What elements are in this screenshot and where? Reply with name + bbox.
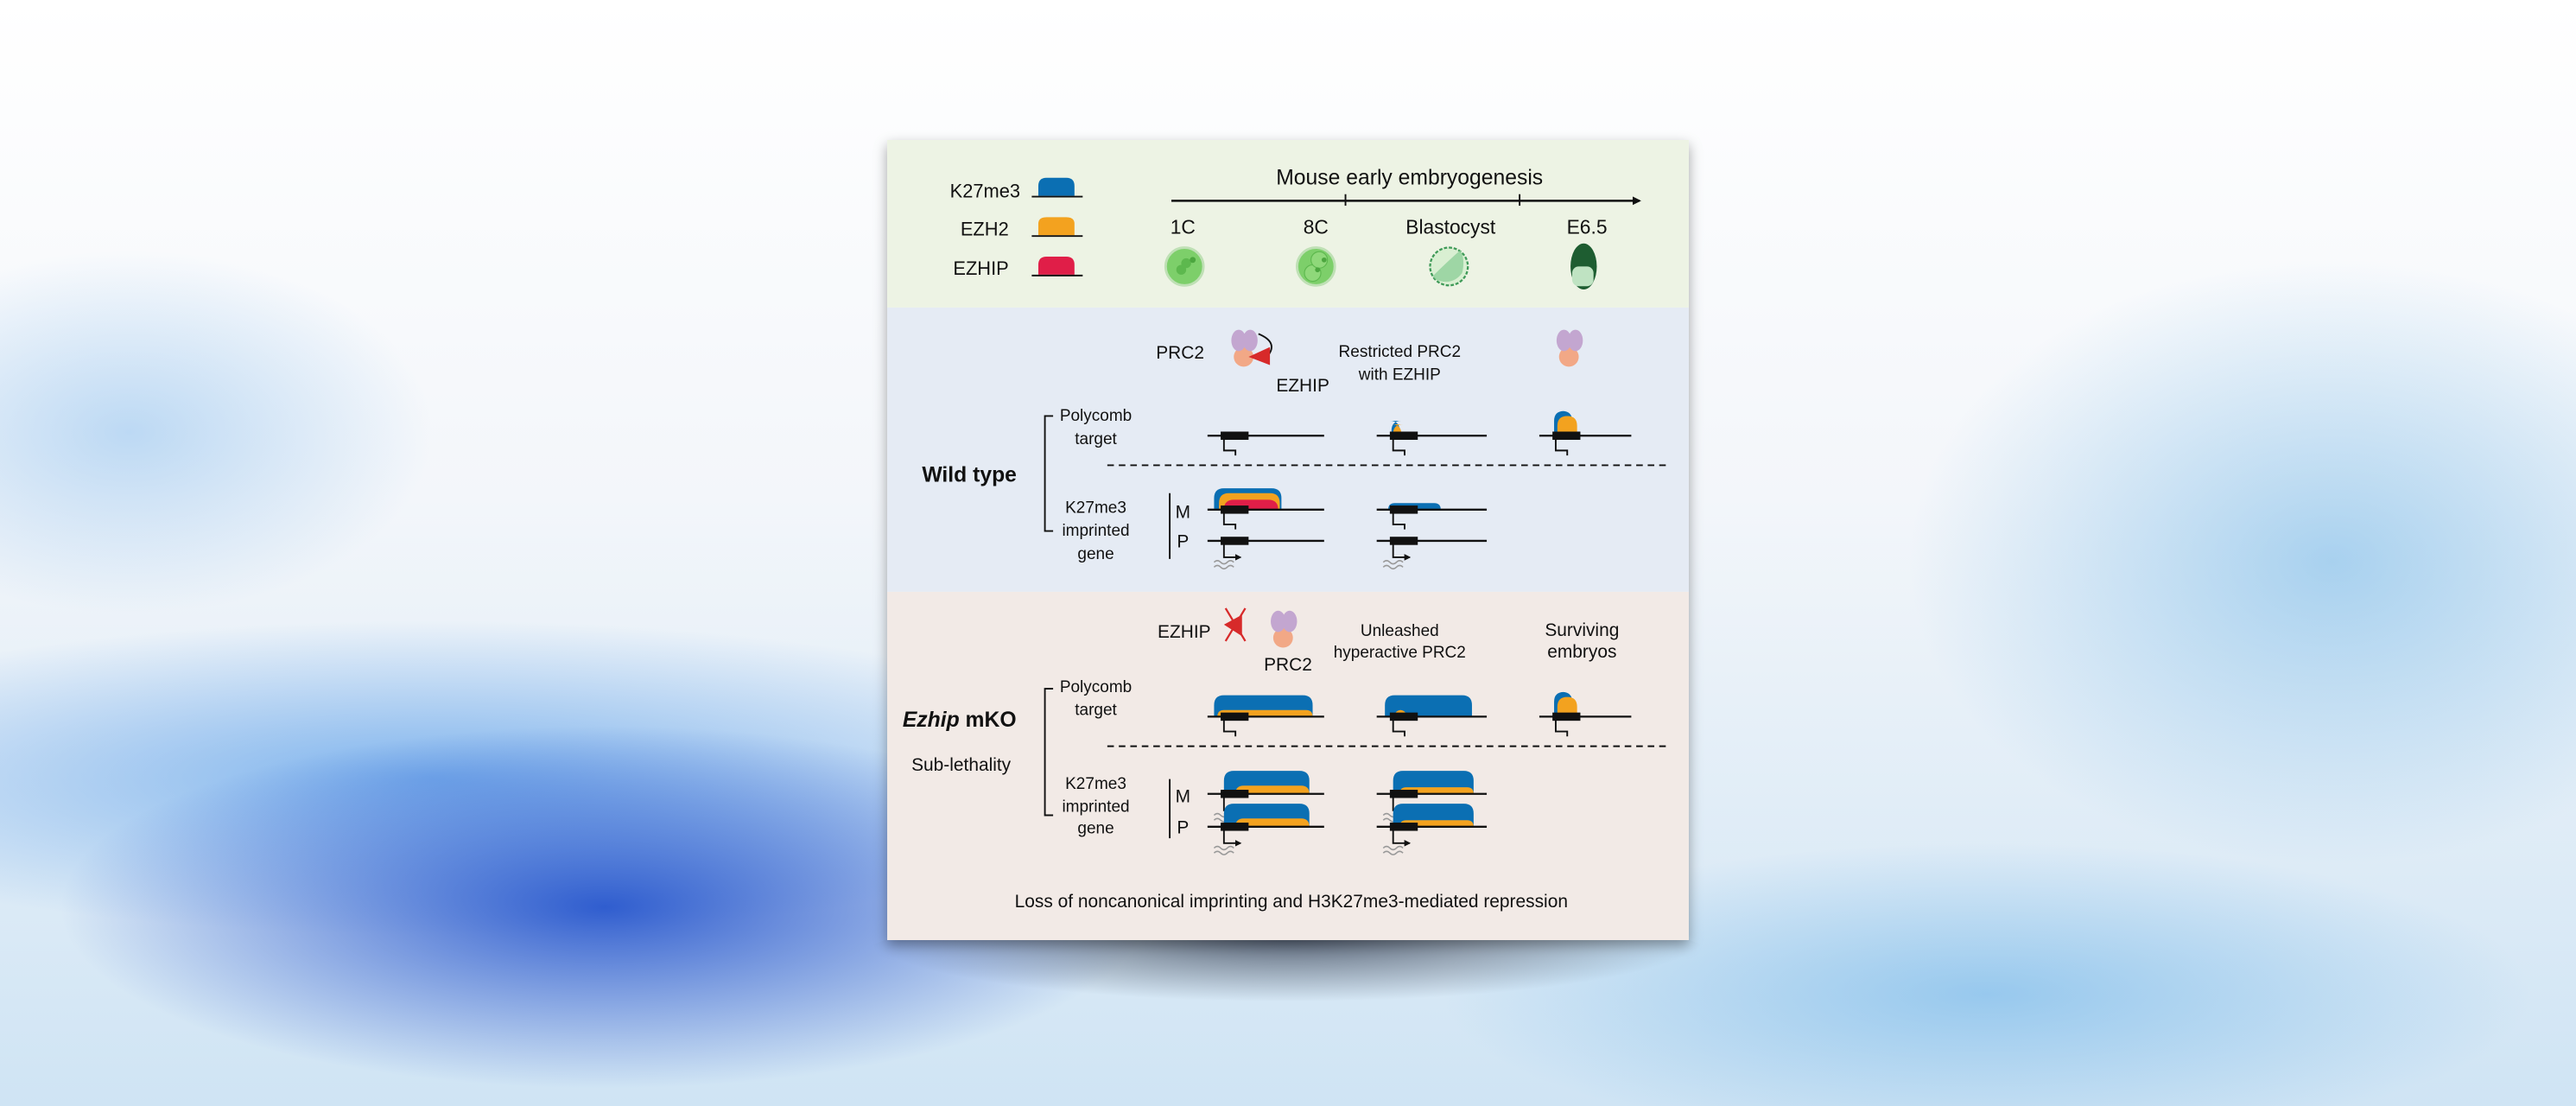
repressed-tss-icon — [1554, 439, 1569, 456]
transcript-wave-icon — [1382, 560, 1404, 570]
mko-imprinted-label: imprinted — [1062, 798, 1129, 817]
stage-e6-5: E6.5 — [1567, 215, 1608, 238]
mko-prc2-label: PRC2 — [1264, 655, 1312, 675]
wt-paternal-label: P — [1177, 532, 1189, 552]
legend: K27me3 EZH2 EZHIP — [950, 177, 1083, 279]
knockout-cross-icon — [1224, 607, 1247, 642]
mko-paternal-label: P — [1177, 817, 1189, 837]
mko-maternal-label: M — [1176, 786, 1190, 806]
repressed-tss-icon — [1222, 439, 1237, 456]
k27me3-mark — [1385, 695, 1472, 717]
restricted-prc2-label: Restricted PRC2 — [1339, 343, 1462, 361]
stage-1c: 1C — [1171, 215, 1196, 238]
mko-k27me3-label: K27me3 — [1065, 775, 1126, 793]
conclusion-text: Loss of noncanonical imprinting and H3K2… — [1015, 892, 1568, 912]
promoter-box — [1221, 790, 1249, 798]
ezhip-wedge-icon — [1248, 346, 1271, 365]
transcript-wave-icon — [1382, 845, 1404, 855]
active-tss-arrow-icon — [1222, 543, 1242, 561]
wt-gene-label: gene — [1077, 545, 1114, 563]
mko-gene-label: gene — [1077, 819, 1114, 837]
transcript-wave-icon — [1213, 845, 1234, 855]
mko-polycomb-label: Polycomb — [1060, 678, 1132, 696]
ezhip-swatch — [1037, 257, 1075, 275]
ezh2-mark — [1399, 820, 1474, 827]
timeline: Mouse early embryogenesis 1C 8C Blastocy… — [1164, 166, 1641, 290]
wt-maternal-label: M — [1176, 502, 1190, 522]
wild-type-title: Wild type — [922, 463, 1017, 486]
promoter-box — [1552, 431, 1581, 441]
ezh2-mark — [1557, 696, 1577, 717]
prc2-complex-icon — [1231, 329, 1258, 367]
ezh2-mark — [1235, 785, 1310, 794]
mko-title: Ezhip mKO — [903, 709, 1017, 732]
active-tss-arrow-icon — [1392, 830, 1412, 847]
ezh2-swatch — [1037, 217, 1075, 236]
promoter-box — [1389, 823, 1418, 831]
ezh2-mark — [1399, 787, 1474, 794]
wt-target-label: target — [1075, 430, 1117, 448]
embryo-blastocyst-icon — [1429, 246, 1469, 287]
with-ezhip-label: with EZHIP — [1358, 366, 1441, 385]
promoter-box — [1389, 537, 1418, 545]
hyperactive-prc2-label: hyperactive PRC2 — [1334, 644, 1466, 662]
wt-prc2-label: PRC2 — [1156, 343, 1204, 363]
transcript-wave-icon — [1213, 560, 1234, 570]
timeline-section — [887, 140, 1689, 308]
repressed-tss-icon — [1392, 512, 1405, 530]
timeline-title: Mouse early embryogenesis — [1276, 166, 1543, 189]
unleashed-label: Unleashed — [1361, 622, 1439, 640]
wild-type-panel: PRC2 EZHIP Restricted PRC2 with EZHIP Po… — [922, 329, 1668, 563]
wt-imprinted-label: imprinted — [1062, 522, 1129, 540]
repressed-tss-icon — [1222, 512, 1237, 530]
repressed-tss-icon — [1222, 720, 1237, 737]
repressed-tss-icon — [1392, 720, 1405, 737]
wt-polycomb-label: Polycomb — [1060, 407, 1132, 425]
active-tss-arrow-icon — [1222, 830, 1242, 847]
prc2-complex-e6-5-icon — [1556, 329, 1583, 367]
promoter-box — [1221, 537, 1249, 545]
mko-bracket — [1044, 688, 1054, 817]
wt-bracket — [1044, 415, 1054, 532]
stage-blastocyst: Blastocyst — [1405, 215, 1496, 238]
embryos-label: embryos — [1547, 642, 1616, 662]
promoter-box — [1221, 505, 1249, 514]
surviving-label: Surviving — [1545, 620, 1619, 640]
k27me3-swatch — [1037, 177, 1075, 196]
promoter-box — [1389, 505, 1418, 514]
gene-diagrams — [1207, 410, 1632, 855]
promoter-box — [1221, 431, 1249, 441]
mko-section — [887, 591, 1689, 940]
prc2-complex-icon — [1271, 610, 1298, 648]
wt-k27me3-label: K27me3 — [1065, 499, 1126, 518]
repressed-tss-icon — [1392, 439, 1405, 456]
promoter-box — [1389, 790, 1418, 798]
mko-target-label: target — [1075, 702, 1117, 720]
embryo-8c-icon — [1296, 246, 1336, 287]
legend-label-ezh2: EZH2 — [961, 218, 1009, 239]
wt-ezhip-label: EZHIP — [1276, 376, 1329, 396]
promoter-box — [1221, 823, 1249, 831]
repressed-tss-icon — [1554, 720, 1569, 737]
graphical-abstract: K27me3 EZH2 EZHIP Mouse early embryogene… — [887, 140, 1689, 940]
legend-label-ezhip: EZHIP — [953, 257, 1008, 279]
promoter-box — [1221, 712, 1249, 721]
stage-8c: 8C — [1304, 215, 1329, 238]
mko-ezhip-label: EZHIP — [1158, 622, 1211, 642]
sub-lethality-label: Sub-lethality — [911, 755, 1012, 775]
active-tss-arrow-icon — [1392, 543, 1412, 561]
ezh2-mark — [1235, 818, 1310, 827]
embryo-e6-5-icon — [1570, 243, 1597, 290]
mko-panel: EZHIP PRC2 Unleashed hyperactive PRC2 Su… — [903, 607, 1668, 912]
promoter-box — [1389, 431, 1418, 441]
legend-label-k27me3: K27me3 — [950, 181, 1020, 202]
embryo-1c-icon — [1164, 246, 1205, 287]
promoter-box — [1389, 712, 1418, 721]
promoter-box — [1552, 712, 1581, 721]
ezh2-mark — [1557, 416, 1577, 436]
